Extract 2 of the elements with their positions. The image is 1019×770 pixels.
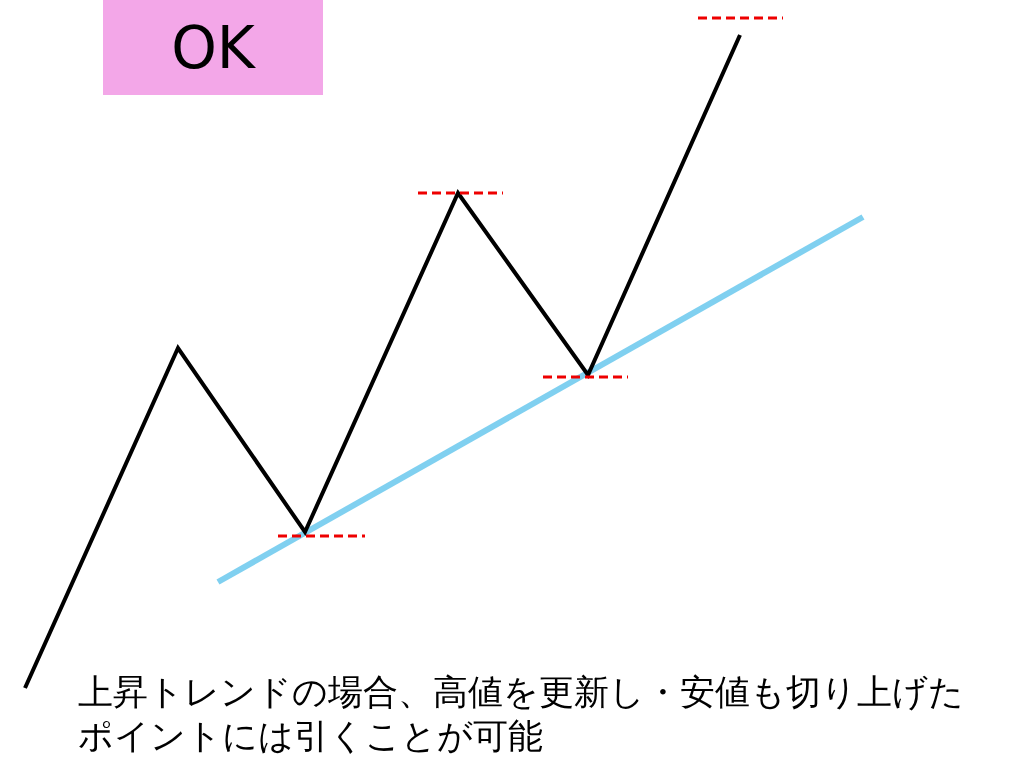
label-box: OK [103,0,323,95]
caption: 上昇トレンドの場合、高値を更新し・安値も切り上げたポイントには引くことが可能 [78,671,965,758]
